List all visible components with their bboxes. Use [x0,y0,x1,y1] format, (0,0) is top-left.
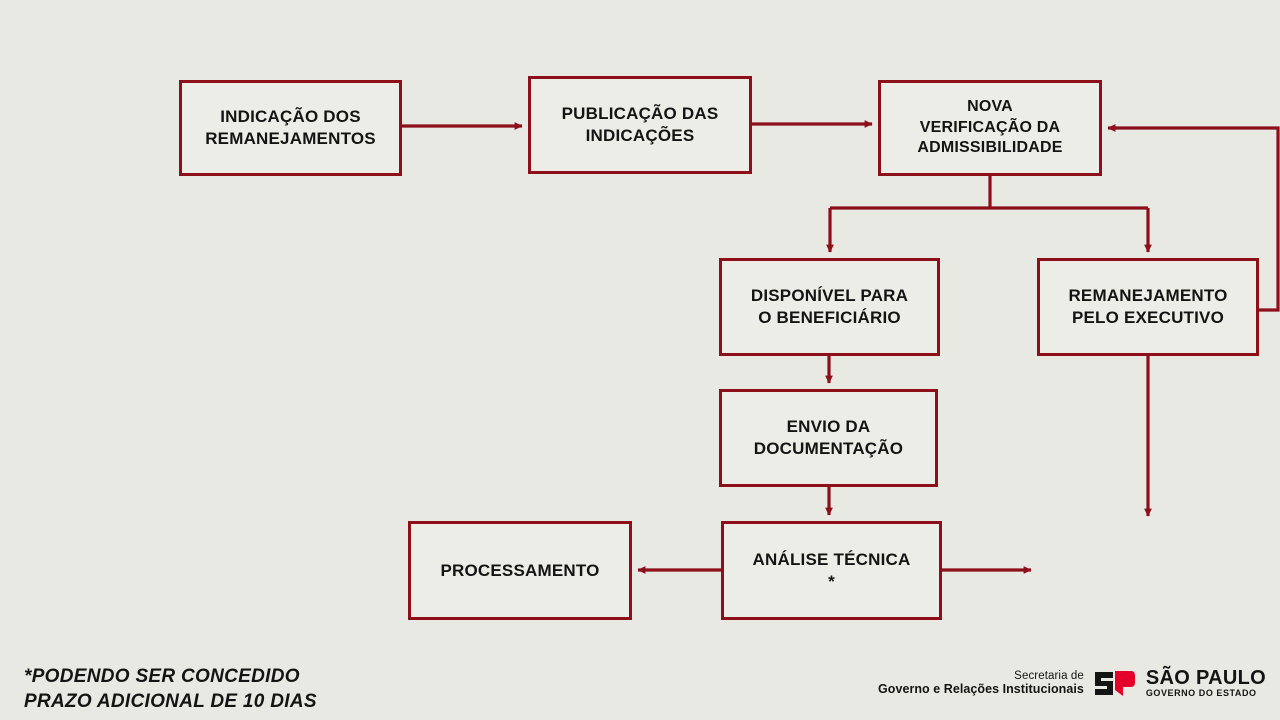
node-publicacao-line1: PUBLICAÇÃO DAS [561,104,719,124]
node-envio-line1: ENVIO DA [786,417,871,437]
node-nova-line2: VERIFICAÇÃO DA [919,118,1061,136]
brand-line2: Governo e Relações Institucionais [877,682,1084,697]
node-indicacao-dos-remanejamentos[interactable]: INDICAÇÃO DOS REMANEJAMENTOS [179,80,402,176]
footnote-text: *PODENDO SER CONCEDIDO PRAZO ADICIONAL D… [24,666,317,713]
node-disponivel-line1: DISPONÍVEL PARA [750,286,909,306]
node-disponivel-line2: O BENEFICIÁRIO [758,308,901,327]
brand-sao-paulo-text: SÃO PAULO GOVERNO DO ESTADO [1146,668,1266,698]
node-remanejamento-pelo-executivo[interactable]: REMANEJAMENTO PELO EXECUTIVO [1037,258,1259,356]
node-envio-line2: DOCUMENTAÇÃO [753,439,904,458]
node-analise-footnote-marker: * [828,572,835,592]
brand-line1: Secretaria de [1014,669,1084,682]
brand-secretaria-text: Secretaria de Governo e Relações Institu… [878,670,1084,697]
node-publicacao-line2: INDICAÇÕES [585,126,695,145]
sp-logo-icon [1094,671,1135,696]
node-nova-line1: NOVA [967,98,1013,116]
node-indicacao-line1: INDICAÇÃO DOS [220,107,361,127]
node-nova-line3: ADMISSIBILIDADE [917,139,1063,157]
brand-lockup: Secretaria de Governo e Relações Institu… [878,668,1266,698]
node-analise-tecnica[interactable]: ANÁLISE TÉCNICA * [721,521,942,620]
node-processamento-line1: PROCESSAMENTO [440,560,600,580]
node-analise-line1: ANÁLISE TÉCNICA [752,550,911,570]
brand-logo-title: SÃO PAULO [1145,667,1266,689]
node-publicacao-das-indicacoes[interactable]: PUBLICAÇÃO DAS INDICAÇÕES [528,76,752,174]
node-remanejamento-line1: REMANEJAMENTO [1068,286,1228,306]
node-indicacao-line2: REMANEJAMENTOS [205,129,376,148]
node-disponivel-para-o-beneficiario[interactable]: DISPONÍVEL PARA O BENEFICIÁRIO [719,258,940,356]
edge-remanejamento-return-to-nova [1107,124,1280,312]
brand-logo-subtitle: GOVERNO DO ESTADO [1145,688,1257,698]
node-nova-verificacao-da-admissibilidade[interactable]: NOVA VERIFICAÇÃO DA ADMISSIBILIDADE [878,80,1102,176]
node-remanejamento-line2: PELO EXECUTIVO [1071,308,1225,327]
node-envio-da-documentacao[interactable]: ENVIO DA DOCUMENTAÇÃO [719,389,938,487]
node-processamento[interactable]: PROCESSAMENTO [408,521,632,620]
